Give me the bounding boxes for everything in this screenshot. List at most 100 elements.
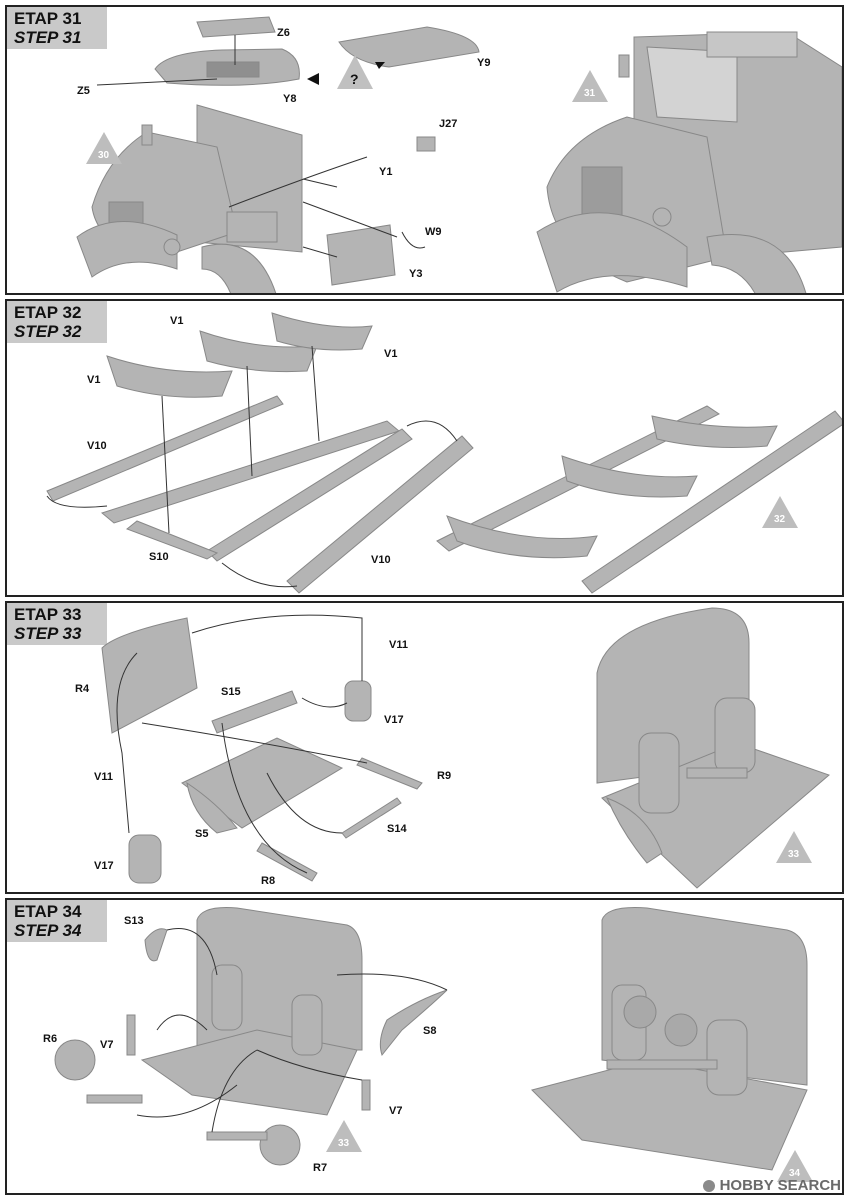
part-label-v17-a: V17 bbox=[384, 714, 404, 726]
tank-right-shape bbox=[291, 994, 323, 1056]
part-label-v1-c: V1 bbox=[87, 374, 100, 386]
gauge-r7-shape bbox=[259, 1124, 301, 1166]
part-label-v1-a: V1 bbox=[170, 315, 183, 327]
part-label-r9: R9 bbox=[437, 770, 451, 782]
step-34-panel: ETAP 34 STEP 34 bbox=[5, 898, 844, 1195]
step-title: STEP 33 bbox=[14, 624, 82, 643]
step-32-label: ETAP 32 STEP 32 bbox=[7, 301, 107, 343]
part-label-j27: J27 bbox=[439, 118, 457, 130]
part-label-v10-a: V10 bbox=[87, 440, 107, 452]
assembled-seat-b-shape bbox=[561, 455, 698, 498]
part-label-r8: R8 bbox=[261, 875, 275, 887]
etap-title: ETAP 33 bbox=[14, 605, 82, 624]
step-title: STEP 32 bbox=[14, 322, 82, 341]
fender-left-shape bbox=[76, 221, 178, 278]
assembled-panel-shape bbox=[601, 907, 808, 1086]
assembled-gauge-a-shape bbox=[623, 995, 657, 1029]
step-34-illustration: 33 34 S13 S8 R6 V7 V7 R7 bbox=[43, 907, 813, 1182]
step-34-label: ETAP 34 STEP 34 bbox=[7, 900, 107, 942]
part-label-s15: S15 bbox=[221, 686, 241, 698]
part-label-s10: S10 bbox=[149, 551, 169, 563]
etap-title: ETAP 31 bbox=[14, 9, 82, 28]
marker-30: 30 bbox=[98, 150, 110, 161]
marker-33: 33 bbox=[788, 849, 800, 860]
assembled-seat-c-shape bbox=[651, 415, 778, 448]
part-label-s8: S8 bbox=[423, 1025, 436, 1037]
watermark-text: HOBBY SEARCH bbox=[719, 1177, 841, 1194]
seat-v1-a-shape bbox=[106, 355, 233, 398]
roof-hatch-shape bbox=[706, 31, 798, 58]
frame-s10-right-shape bbox=[206, 428, 413, 562]
assembled-floor-lip-shape bbox=[606, 797, 663, 864]
etap-title: ETAP 32 bbox=[14, 303, 82, 322]
lever-v7-a-shape bbox=[126, 1014, 136, 1056]
hobby-search-watermark: HOBBY SEARCH bbox=[702, 1177, 841, 1194]
assembled-tank-right-shape bbox=[706, 1019, 748, 1096]
marker-32-shape bbox=[762, 496, 798, 528]
part-label-r4: R4 bbox=[75, 683, 90, 695]
step-33-label: ETAP 33 STEP 33 bbox=[7, 603, 107, 645]
part-label-r6: R6 bbox=[43, 1033, 57, 1045]
part-label-y3: Y3 bbox=[409, 268, 422, 280]
step-31-panel: ETAP 31 STEP 31 bbox=[5, 5, 844, 295]
part-label-s13: S13 bbox=[124, 915, 144, 927]
bracket-s15-shape bbox=[211, 690, 298, 734]
marker-33-shape bbox=[326, 1120, 362, 1152]
part-y9-shape bbox=[338, 26, 480, 68]
step-31-illustration: ? 30 31 Z6 Y9 Y8 Z5 J27 Y1 W9 Y3 bbox=[76, 16, 842, 293]
tank-left-shape bbox=[211, 964, 243, 1031]
headlight-right-shape bbox=[652, 207, 672, 227]
part-label-v17-b: V17 bbox=[94, 860, 114, 872]
lever-v7-b-shape bbox=[361, 1079, 371, 1111]
camera-icon bbox=[702, 1179, 715, 1192]
assembled-tank-left-shape bbox=[638, 732, 680, 814]
pipe-s13-shape bbox=[144, 928, 168, 962]
pipe-s14-shape bbox=[341, 797, 402, 839]
step-32-panel: ETAP 32 STEP 32 bbox=[5, 299, 844, 597]
mirror-left-shape bbox=[141, 124, 153, 146]
hatch-opening-shape bbox=[206, 61, 260, 78]
step-31-label: ETAP 31 STEP 31 bbox=[7, 7, 107, 49]
part-label-v10-b: V10 bbox=[371, 554, 391, 566]
assembled-fender-left-shape bbox=[536, 212, 688, 293]
step-title: STEP 34 bbox=[14, 921, 82, 940]
tank-v17-upper-shape bbox=[344, 680, 372, 722]
part-label-y9: Y9 bbox=[477, 57, 490, 69]
step-33-illustration: 33 V11 R4 S15 V17 R9 V11 S14 S5 V17 R8 bbox=[75, 607, 830, 889]
assembled-panel-shape bbox=[596, 607, 750, 784]
marker-33: 33 bbox=[338, 1138, 350, 1149]
marker-31-shape bbox=[572, 70, 608, 102]
marker-30-shape bbox=[86, 132, 122, 164]
valve-r7-shape bbox=[206, 1131, 268, 1141]
gauge-r6-shape bbox=[54, 1039, 96, 1081]
assembled-fender-right-shape bbox=[706, 234, 807, 293]
rail-v10-right-shape bbox=[286, 435, 474, 594]
part-label-s5: S5 bbox=[195, 828, 208, 840]
part-label-z6: Z6 bbox=[277, 27, 290, 39]
part-label-s14: S14 bbox=[387, 823, 407, 835]
marker-33-shape bbox=[776, 831, 812, 863]
assembled-pipework-shape bbox=[606, 1059, 718, 1070]
part-label-y8: Y8 bbox=[283, 93, 296, 105]
part-z6-shape bbox=[196, 16, 276, 38]
assembled-pipework-shape bbox=[686, 767, 748, 779]
part-label-v7-a: V7 bbox=[100, 1039, 113, 1051]
seat-shape bbox=[226, 211, 278, 243]
etap-title: ETAP 34 bbox=[14, 902, 82, 921]
headlight-left-shape bbox=[163, 238, 181, 256]
valve-r6-shape bbox=[86, 1094, 143, 1104]
seat-v1-b-shape bbox=[199, 330, 318, 373]
part-j27-shape bbox=[416, 136, 436, 152]
question-mark: ? bbox=[350, 71, 359, 87]
part-label-w9: W9 bbox=[425, 226, 442, 238]
part-label-y1: Y1 bbox=[379, 166, 392, 178]
tank-v17-lower-shape bbox=[128, 834, 162, 884]
floor-s5-lip-shape bbox=[186, 781, 238, 834]
marker-31: 31 bbox=[584, 88, 596, 99]
frame-s10-crossbar-shape bbox=[126, 520, 219, 560]
marker-34: 34 bbox=[789, 1168, 801, 1179]
valve-r9-shape bbox=[356, 757, 423, 790]
fender-right-shape bbox=[201, 243, 277, 293]
part-label-v1-b: V1 bbox=[384, 348, 397, 360]
marker-32: 32 bbox=[774, 514, 786, 525]
